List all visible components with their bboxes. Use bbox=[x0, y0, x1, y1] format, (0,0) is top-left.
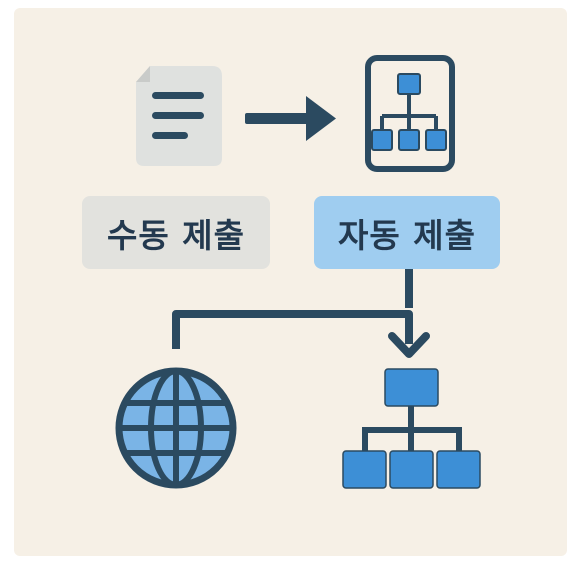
connector-lines bbox=[172, 269, 430, 358]
document-icon bbox=[136, 66, 222, 166]
arrow-right-icon bbox=[245, 96, 336, 141]
sitemap-icon bbox=[342, 368, 481, 489]
manual-submission-label: 수동 제출 bbox=[82, 196, 270, 269]
auto-submission-label: 자동 제출 bbox=[314, 196, 500, 269]
sitemap-device-icon bbox=[365, 55, 455, 172]
globe-icon bbox=[115, 367, 237, 489]
